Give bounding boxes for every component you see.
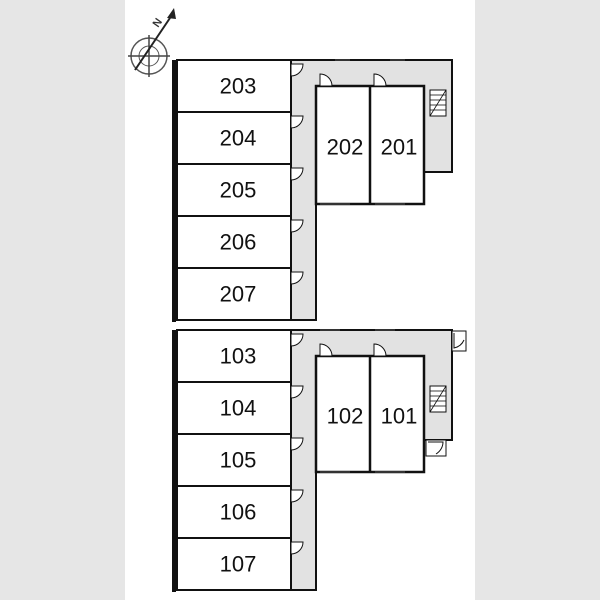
room-201: 201 bbox=[381, 135, 418, 160]
room-105: 105 bbox=[220, 448, 257, 473]
room-207: 207 bbox=[220, 282, 257, 307]
entrance-doors-1f bbox=[425, 330, 467, 457]
room-107: 107 bbox=[220, 552, 257, 577]
compass-icon: N bbox=[128, 8, 176, 77]
room-205: 205 bbox=[220, 178, 257, 203]
room-203: 203 bbox=[220, 74, 257, 99]
stairs-icon-1f bbox=[429, 385, 447, 413]
room-206: 206 bbox=[220, 230, 257, 255]
door-icons-2f bbox=[290, 63, 387, 285]
room-202: 202 bbox=[327, 135, 364, 160]
room-106: 106 bbox=[220, 500, 257, 525]
door-icons-1f bbox=[290, 333, 387, 555]
floor-1-plan: 103 104 105 106 107 102 101 bbox=[172, 329, 467, 592]
room-204: 204 bbox=[220, 126, 257, 151]
stairs-icon-2f bbox=[429, 89, 447, 117]
room-101: 101 bbox=[381, 404, 418, 429]
room-103: 103 bbox=[220, 344, 257, 369]
floor-2-plan: 203 204 205 206 207 202 201 bbox=[172, 59, 453, 322]
room-104: 104 bbox=[220, 396, 257, 421]
room-102: 102 bbox=[327, 404, 364, 429]
